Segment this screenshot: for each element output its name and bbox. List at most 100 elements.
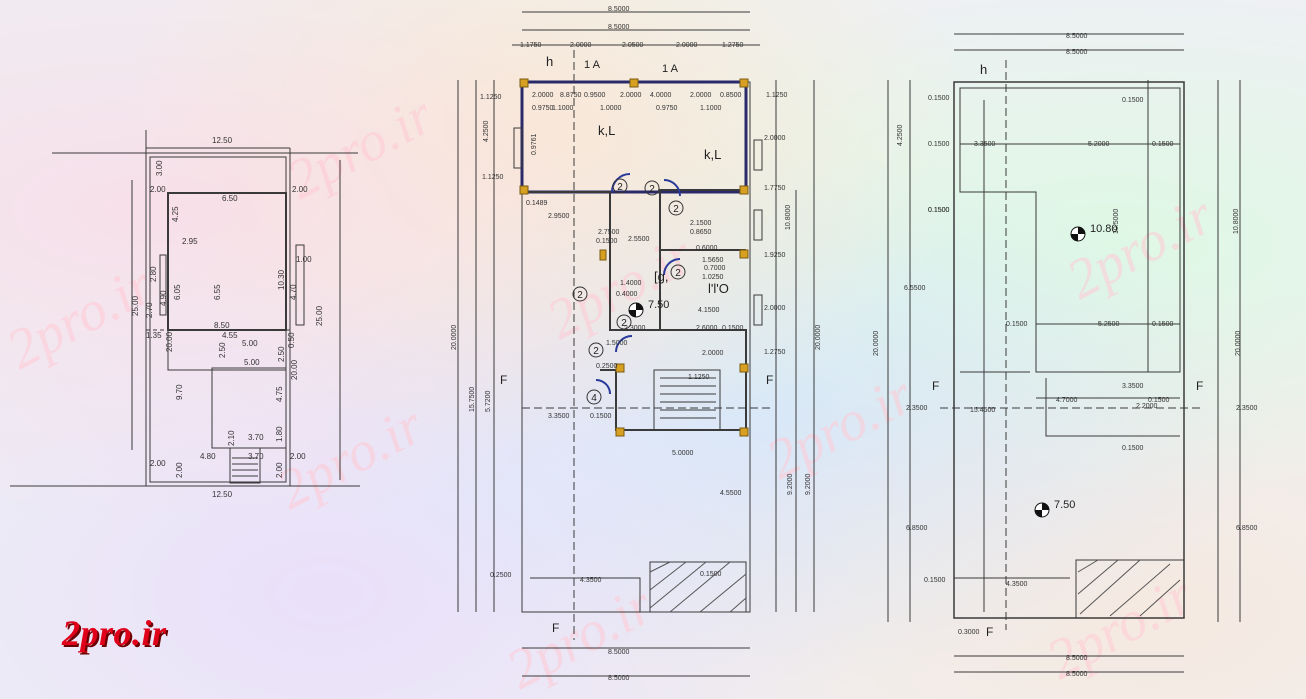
dimension-label: 4.25	[171, 206, 180, 222]
dimension-label: 10.8000	[785, 205, 792, 230]
dimension-label: 3.3500	[974, 141, 996, 148]
dimension-label: 0.8500	[720, 92, 742, 99]
dimension-label: 2.5500	[628, 236, 650, 243]
dimension-label: 10.5000	[1113, 209, 1120, 234]
roof-plan	[887, 33, 1241, 673]
dimension-label: 8.5000	[608, 675, 630, 682]
ground-floor-plan	[457, 11, 815, 677]
dimension-label: 15.7500	[469, 387, 476, 412]
watermark: 2pro.ir	[1057, 184, 1223, 312]
door-tag: 2	[577, 290, 583, 301]
dimension-label: 0.1500	[1152, 321, 1174, 328]
dimension-label: 2.0000	[532, 92, 554, 99]
dimension-label: 20.00	[290, 359, 299, 380]
dimension-label: 3.3500	[1122, 383, 1144, 390]
dimension-label: 0.2500	[490, 572, 512, 579]
dimension-label: 2.0000	[764, 305, 786, 312]
dimension-label: 3.3500	[548, 413, 570, 420]
dimension-label: 0.4000	[616, 291, 638, 298]
section-marker: F	[1196, 379, 1203, 393]
dimension-label: 0.1500	[1006, 321, 1028, 328]
dimension-label: 8.50	[214, 321, 230, 330]
dimension-label: 5.7200	[485, 390, 492, 412]
dimension-label: 25.00	[315, 305, 324, 326]
dimension-label: 4.90	[159, 290, 168, 306]
door-tag-circle	[572, 286, 588, 302]
section-marker: F	[986, 625, 993, 639]
watermark: 2pro.ir	[0, 254, 163, 382]
dimension-label: 0.1500	[924, 577, 946, 584]
site-logo[interactable]: 2pro.ir	[62, 613, 167, 653]
dimension-label: 2.00	[275, 462, 284, 478]
dimension-label: 2.0000	[620, 92, 642, 99]
dimension-label: 20.0000	[815, 325, 822, 350]
dimension-label: 0.8650	[690, 229, 712, 236]
dimension-label: 1.1250	[480, 94, 502, 101]
dimension-label: 1.0000	[600, 105, 622, 112]
dimension-label: 1.7750	[764, 185, 786, 192]
dimension-label: 10.8000	[1233, 209, 1240, 234]
level-marker-fill	[629, 303, 643, 317]
section-marker: F	[766, 373, 773, 387]
dimension-label: 0.1500	[1152, 141, 1174, 148]
dimension-label: 6.8500	[1236, 525, 1258, 532]
dimension-label: 2.10	[227, 430, 236, 446]
door-tag-circle	[668, 200, 684, 216]
dimension-label: 2.0500	[622, 42, 644, 49]
dimension-label: 1.1250	[688, 374, 710, 381]
door-tag-circle	[616, 314, 632, 330]
level-label: 10.80	[1090, 223, 1118, 235]
door-tag-circle	[588, 342, 604, 358]
dimension-label: 9.2000	[787, 473, 794, 495]
dimension-label: 12.50	[212, 490, 233, 499]
dimension-label: 0.1500	[1122, 445, 1144, 452]
dimension-label: 0.1500	[596, 238, 618, 245]
site-plan	[10, 130, 360, 487]
dimension-label: 2.0000	[570, 42, 592, 49]
dimension-label: 0.1500	[928, 95, 950, 102]
dimension-label: 2.80	[149, 266, 158, 282]
dimension-label: 2.95	[182, 237, 198, 246]
dimension-label: 0.9750	[532, 105, 554, 112]
dimension-label: 0.1500	[590, 413, 612, 420]
dimension-label: 0.6000	[696, 245, 718, 252]
door-tag: 4	[591, 393, 597, 404]
dimension-label: 0.7000	[704, 265, 726, 272]
level-marker-fill	[1035, 503, 1049, 517]
dimension-label: 2.7500	[598, 229, 620, 236]
dimension-labels: 12.5012.503.002.006.502.004.252.951.0010…	[131, 6, 1258, 682]
dimension-label: 3.70	[248, 433, 264, 442]
dimension-label: 2.9500	[548, 213, 570, 220]
dimension-label: 8.5000	[1066, 655, 1088, 662]
room-label: k,L	[704, 147, 721, 162]
dimension-label: 0.1500	[722, 325, 744, 332]
dimension-label: 4.1500	[698, 307, 720, 314]
dimension-label: 20.0000	[873, 331, 880, 356]
dimension-label: 2.0000	[702, 350, 724, 357]
room-label: [g,	[654, 269, 668, 284]
dimension-label: 1.5650	[702, 257, 724, 264]
door-tag: 2	[673, 204, 679, 215]
dimension-label: 0.1500	[1122, 97, 1144, 104]
dimension-label: 1.5000	[606, 340, 628, 347]
dimension-label: 3.70	[248, 452, 264, 461]
dimension-label: 1.35	[146, 331, 162, 340]
dimension-label: 10.30	[277, 269, 286, 290]
dimension-label: 0.1500	[928, 141, 950, 148]
room-label: l'l'O	[708, 281, 729, 296]
dimension-label: 2.6000	[696, 325, 718, 332]
north-marker: h	[980, 62, 987, 77]
dimension-label: 25.00	[131, 295, 140, 316]
dimension-label: 2.00	[290, 452, 306, 461]
section-marker: F	[552, 621, 559, 635]
dimension-label: 5.00	[244, 358, 260, 367]
dimension-label: 2.00	[150, 185, 166, 194]
dimension-label: 2.3500	[906, 405, 928, 412]
dimension-label: 4.2500	[483, 120, 490, 142]
dimension-label: 4.55	[222, 331, 238, 340]
level-label: 7.50	[1054, 499, 1075, 511]
dimension-label: 2.70	[145, 302, 154, 318]
dimension-label: 1.1000	[552, 105, 574, 112]
dimension-label: 4.75	[275, 386, 284, 402]
